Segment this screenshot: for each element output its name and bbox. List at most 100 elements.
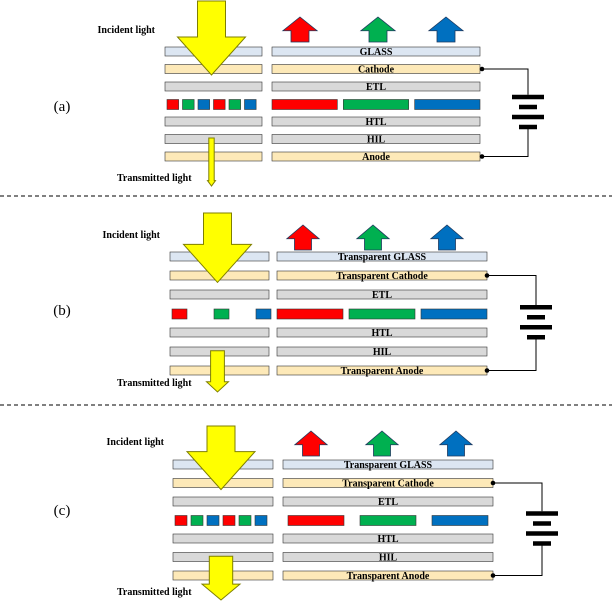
transmitted-light-arrow bbox=[206, 137, 217, 187]
battery-plate bbox=[527, 335, 545, 340]
battery-plate bbox=[519, 124, 537, 130]
incident-light-label: Incident light bbox=[102, 230, 160, 241]
blue-subpixel bbox=[197, 99, 210, 110]
etl-layer bbox=[282, 496, 494, 507]
transmitted-light-label: Transmitted light bbox=[117, 587, 192, 598]
wire-anode bbox=[482, 128, 529, 157]
green-emission-arrow bbox=[364, 430, 400, 457]
htl-layer-label: HTL bbox=[371, 328, 392, 339]
blue-emission-arrow bbox=[438, 430, 474, 457]
incident-light-arrow bbox=[182, 212, 253, 284]
battery-plate bbox=[533, 521, 551, 526]
red-emission-arrow bbox=[293, 430, 329, 457]
glass-layer-label: Transparent GLASS bbox=[344, 460, 433, 471]
blue-subpixel bbox=[206, 515, 220, 526]
transmitted-light-arrow bbox=[205, 350, 230, 393]
htl-layer-label: HTL bbox=[377, 534, 398, 545]
green-subpixel bbox=[182, 99, 195, 110]
transmitted-light-arrow bbox=[200, 555, 242, 601]
blue-subpixel bbox=[254, 515, 268, 526]
cathode-layer-label: Cathode bbox=[358, 64, 395, 75]
anode-terminal bbox=[484, 368, 490, 373]
hil-layer bbox=[282, 552, 494, 562]
glass-layer bbox=[271, 46, 481, 57]
battery-plate bbox=[520, 325, 552, 330]
htl-layer bbox=[276, 327, 488, 338]
panel-label: (c) bbox=[54, 503, 71, 519]
red-subpixel bbox=[171, 308, 188, 320]
panel-label: (a) bbox=[54, 99, 71, 115]
blue-emitter-bar bbox=[431, 515, 489, 526]
red-subpixel bbox=[222, 515, 236, 526]
transmitted-light-label: Transmitted light bbox=[117, 173, 192, 184]
etl-layer bbox=[271, 81, 481, 92]
cathode-terminal bbox=[490, 480, 496, 486]
blue-emitter-bar bbox=[420, 308, 488, 320]
htl-layer-label: HTL bbox=[365, 117, 386, 128]
cathode-terminal bbox=[479, 66, 485, 72]
wire-cathode bbox=[493, 482, 543, 512]
htl-layer-left bbox=[164, 116, 263, 127]
battery-plate bbox=[526, 511, 558, 516]
incident-light-arrow bbox=[176, 0, 247, 76]
htl-layer-left bbox=[169, 327, 270, 338]
etl-layer-left bbox=[164, 81, 263, 92]
red-emitter-bar bbox=[276, 308, 344, 320]
green-subpixel bbox=[190, 515, 204, 526]
etl-layer-left bbox=[169, 289, 270, 300]
red-emitter-bar bbox=[271, 99, 338, 110]
panel-label: (b) bbox=[53, 303, 71, 319]
wire-anode bbox=[493, 545, 543, 576]
glass-layer-label: Transparent GLASS bbox=[338, 252, 427, 263]
htl-layer bbox=[271, 116, 481, 127]
etl-layer-left bbox=[172, 496, 274, 507]
red-subpixel bbox=[166, 99, 179, 110]
battery-plate bbox=[527, 315, 545, 320]
transmitted-light-label: Transmitted light bbox=[117, 378, 192, 389]
green-subpixel bbox=[238, 515, 252, 526]
battery-plate bbox=[519, 104, 537, 110]
panel-c: (c) Transparent GLASS Transparent CathodeE… bbox=[54, 425, 558, 601]
red-subpixel bbox=[174, 515, 188, 526]
blue-subpixel bbox=[255, 308, 272, 320]
blue-emission-arrow bbox=[429, 224, 465, 251]
anode-layer-label: Transparent Anode bbox=[341, 366, 424, 377]
wire-cathode bbox=[487, 275, 537, 305]
hil-layer bbox=[271, 134, 481, 144]
etl-layer bbox=[276, 289, 488, 300]
hil-layer-label: HIL bbox=[373, 347, 392, 358]
anode-terminal bbox=[479, 154, 485, 159]
anode-layer-label: Transparent Anode bbox=[347, 571, 430, 582]
incident-light-arrow bbox=[185, 425, 257, 491]
htl-layer bbox=[282, 533, 494, 544]
battery-plate bbox=[526, 531, 558, 536]
red-emission-arrow bbox=[285, 224, 321, 251]
green-emission-arrow bbox=[355, 224, 391, 251]
etl-layer-label: ETL bbox=[372, 290, 392, 301]
battery-plate bbox=[512, 94, 544, 100]
green-emitter-bar bbox=[359, 515, 417, 526]
green-emitter-bar bbox=[343, 99, 409, 110]
hil-layer-label: HIL bbox=[379, 552, 398, 563]
cathode-layer-label: Transparent Cathode bbox=[336, 271, 428, 282]
hil-layer bbox=[276, 346, 488, 357]
anode-terminal bbox=[490, 573, 496, 578]
wire-cathode bbox=[482, 68, 529, 95]
glass-layer bbox=[276, 251, 488, 262]
battery-plate bbox=[520, 305, 552, 310]
blue-emitter-bar bbox=[414, 99, 481, 110]
green-emission-arrow bbox=[359, 16, 397, 43]
green-emitter-bar bbox=[348, 308, 416, 320]
green-subpixel bbox=[228, 99, 241, 110]
cathode-layer-label: Transparent Cathode bbox=[342, 478, 434, 489]
panel-b: (b) Transparent GLASS Transparent CathodeE… bbox=[53, 212, 552, 393]
red-emission-arrow bbox=[281, 16, 319, 43]
green-subpixel bbox=[213, 308, 230, 320]
cathode-terminal bbox=[484, 273, 490, 278]
etl-layer-label: ETL bbox=[366, 82, 386, 93]
battery-plate bbox=[512, 114, 544, 120]
anode-layer-label: Anode bbox=[362, 152, 390, 163]
etl-layer-label: ETL bbox=[378, 497, 398, 508]
